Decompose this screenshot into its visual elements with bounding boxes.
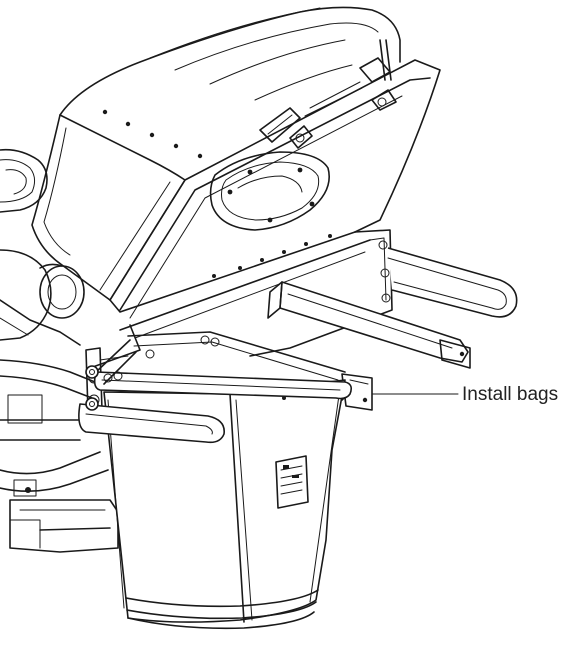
right-handle	[387, 247, 518, 318]
warning-label-plate	[275, 455, 309, 509]
hood-lid	[31, 6, 441, 339]
install-bags-callout: Install bags	[462, 384, 559, 405]
right-rail	[267, 281, 471, 369]
bag-holder	[78, 331, 373, 630]
